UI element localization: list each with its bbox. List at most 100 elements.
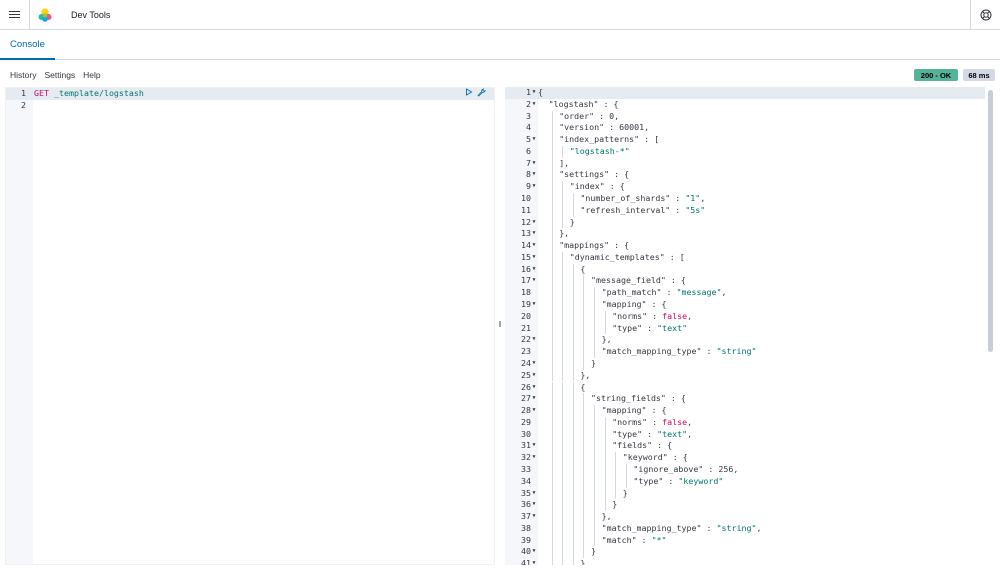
- indent-guide: [572, 204, 574, 217]
- indent-guide: [551, 522, 553, 535]
- hamburger-icon[interactable]: [0, 0, 30, 30]
- response-line: 34"type" : "keyword": [505, 476, 996, 488]
- play-icon[interactable]: [465, 88, 473, 100]
- editor-line[interactable]: 1 GET _template/logstash: [6, 88, 494, 100]
- fold-toggle-icon[interactable]: ▼: [532, 277, 536, 284]
- fold-toggle-icon[interactable]: ▼: [532, 489, 536, 496]
- line-number: 3: [526, 110, 531, 121]
- indent-guide: [572, 558, 574, 565]
- indent-guide: [551, 475, 553, 488]
- fold-toggle-icon[interactable]: ▼: [532, 560, 536, 565]
- response-line: 11"refresh_interval" : "5s": [505, 205, 996, 217]
- fold-toggle-icon[interactable]: ▼: [532, 100, 536, 107]
- line-number: 25: [521, 369, 531, 380]
- indent-guide: [551, 110, 553, 123]
- wrench-icon[interactable]: [477, 88, 486, 101]
- fold-toggle-icon[interactable]: ▼: [532, 501, 536, 508]
- response-line: 20"norms" : false,: [505, 311, 996, 323]
- fold-toggle-icon[interactable]: ▼: [532, 359, 536, 366]
- response-line: 2▼"logstash" : {: [505, 99, 996, 111]
- indent-guide: [551, 134, 553, 146]
- indent-guide: [551, 393, 553, 406]
- indent-guide: [625, 463, 627, 476]
- fold-toggle-icon[interactable]: ▼: [532, 218, 536, 225]
- fold-toggle-icon[interactable]: ▼: [532, 183, 536, 190]
- help-icon[interactable]: [970, 0, 1000, 30]
- pane-resizer[interactable]: ‖: [498, 320, 502, 329]
- indent-guide: [551, 381, 553, 394]
- fold-toggle-icon[interactable]: ▼: [532, 548, 536, 555]
- fold-toggle-icon[interactable]: ▼: [532, 442, 536, 449]
- fold-toggle-icon[interactable]: ▼: [532, 265, 536, 272]
- editor-line[interactable]: 2: [6, 100, 494, 112]
- line-number: 2: [21, 99, 26, 110]
- indent-guide: [583, 463, 585, 476]
- fold-toggle-icon[interactable]: ▼: [532, 407, 536, 414]
- indent-guide: [562, 204, 564, 217]
- indent-guide: [583, 428, 585, 441]
- fold-toggle-icon[interactable]: ▼: [532, 159, 536, 166]
- fold-toggle-icon[interactable]: ▼: [532, 253, 536, 260]
- line-number: 26: [521, 381, 531, 392]
- indent-guide: [583, 346, 585, 358]
- indent-guide: [551, 558, 553, 565]
- response-code: "type" : "keyword": [633, 475, 724, 486]
- fold-toggle-icon[interactable]: ▼: [532, 301, 536, 308]
- fold-toggle-icon[interactable]: ▼: [532, 383, 536, 390]
- request-editor[interactable]: 1 GET _template/logstash 2: [5, 87, 495, 565]
- response-line: 1▼{: [505, 87, 996, 99]
- fold-toggle-icon[interactable]: ▼: [532, 230, 536, 237]
- indent-guide: [562, 145, 564, 158]
- settings-link[interactable]: Settings: [44, 70, 76, 80]
- indent-guide: [562, 381, 564, 394]
- response-line: 31▼"fields" : {: [505, 440, 996, 452]
- tab-bar: Console: [0, 30, 1000, 60]
- response-code: {: [580, 263, 586, 274]
- help-link[interactable]: Help: [83, 70, 101, 80]
- line-number: 27: [521, 393, 531, 404]
- line-number: 8: [526, 169, 531, 180]
- response-line: 24▼}: [505, 358, 996, 370]
- response-code: "match" : "*": [601, 534, 667, 545]
- response-line: 8▼"settings" : {: [505, 169, 996, 181]
- response-code: "dynamic_templates" : [: [569, 251, 685, 262]
- response-line: 4"version" : 60001,: [505, 122, 996, 134]
- active-line-highlight: [6, 88, 494, 100]
- fold-toggle-icon[interactable]: ▼: [532, 89, 536, 95]
- line-number: 32: [521, 452, 531, 463]
- response-code: "mapping" : {: [601, 405, 667, 416]
- response-viewer[interactable]: 1▼{2▼"logstash" : {3"order" : 0,4"versio…: [505, 87, 996, 565]
- indent-guide: [583, 322, 585, 335]
- indent-guide: [572, 463, 574, 476]
- indent-guide: [594, 487, 595, 500]
- history-link[interactable]: History: [10, 70, 37, 80]
- fold-toggle-icon[interactable]: ▼: [532, 336, 536, 343]
- indent-guide: [583, 475, 585, 488]
- line-number: 18: [521, 287, 531, 298]
- indent-guide: [572, 522, 574, 535]
- fold-toggle-icon[interactable]: ▼: [532, 371, 536, 378]
- indent-guide: [551, 346, 553, 358]
- response-code: "logstash-*": [569, 145, 630, 156]
- indent-guide: [562, 558, 564, 565]
- tab-console[interactable]: Console: [0, 30, 55, 60]
- response-line: 19▼"mapping" : {: [505, 299, 996, 311]
- response-line: 25▼},: [505, 370, 996, 382]
- top-header: Dev Tools: [0, 0, 1000, 30]
- indent-guide: [583, 275, 585, 288]
- fold-toggle-icon[interactable]: ▼: [532, 136, 536, 143]
- fold-toggle-icon[interactable]: ▼: [532, 395, 536, 402]
- indent-guide: [572, 534, 574, 547]
- fold-toggle-icon[interactable]: ▼: [532, 242, 536, 249]
- response-line: 21"type" : "text": [505, 323, 996, 335]
- line-number: 13: [521, 228, 531, 239]
- fold-toggle-icon[interactable]: ▼: [532, 171, 536, 178]
- fold-toggle-icon[interactable]: ▼: [532, 454, 536, 461]
- indent-guide: [572, 475, 574, 488]
- indent-guide: [583, 299, 585, 311]
- output-scrollbar[interactable]: [988, 90, 993, 352]
- fold-toggle-icon[interactable]: ▼: [532, 513, 536, 520]
- response-line: 7▼],: [505, 158, 996, 170]
- indent-guide: [562, 346, 564, 358]
- elastic-logo-icon[interactable]: [30, 0, 60, 30]
